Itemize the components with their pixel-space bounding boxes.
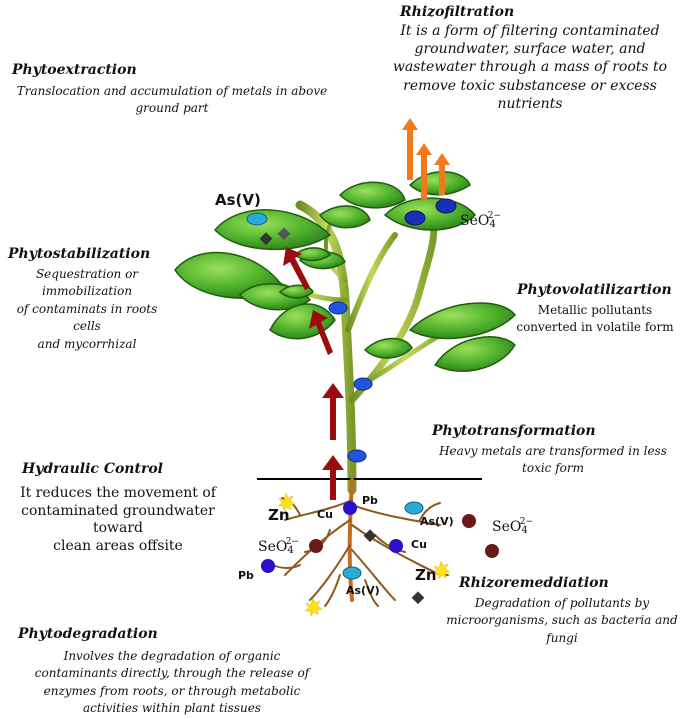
phytoextraction-line: Translocation and accumulation of metals… [16,84,328,98]
phytovolatilization-line: Metallic pollutants [537,303,653,317]
phytodegradation-description: Involves the degradation of organic cont… [6,648,338,718]
rhizoremediation-line: Degradation of pollutants by [474,596,650,610]
translocation-arrows [283,247,344,500]
rhizoremediation-description: Degradation of pollutants by microorgani… [440,595,684,647]
phytostabilization-line: Sequestration or [35,267,139,281]
hydraulic-control-line: contaminated groundwater toward [21,502,215,537]
seo4-leaf-label: SeO42− [460,211,501,230]
asv-leaf-label: As(V) [215,191,261,209]
phytodegradation-title: Phytodegradation [18,626,158,642]
seo4-superscript: 2− [487,211,502,221]
phytodegradation-line: activities within plant tissues [83,701,261,716]
rhizofiltration-line: groundwater, surface water, and [414,41,646,58]
seo4-subscript: 4 [489,219,496,230]
stem-pollutant-dots [328,301,373,463]
rhizofiltration-description: It is a form of filtering contaminated g… [380,22,680,113]
zn-root-label-1: Zn [268,506,290,524]
leaf-pollutants [246,198,457,246]
seo4-base: SeO [460,213,490,229]
phytostabilization-line: and mycorrhizal [37,336,137,351]
seo4-root-label-2: SeO42− [258,537,299,556]
seo4-base: SeO [492,519,522,535]
phytovolatilization-title: Phytovolatilizartion [517,282,672,298]
rhizoremediation-line: microorganisms, such as bacteria and [446,613,678,628]
seo4-subscript: 4 [287,545,294,556]
hydraulic-control-description: It reduces the movement of contaminated … [0,485,236,555]
rhizofiltration-title: Rhizofiltration [400,4,515,20]
seo4-superscript: 2− [519,517,534,527]
rhizofiltration-line: wastewater through a mass of roots to [392,59,668,76]
phytotransformation-description: Heavy metals are transformed in less tox… [425,443,681,478]
phytodegradation-line: Involves the degradation of organic [63,649,281,663]
hydraulic-control-line: clean areas offsite [53,537,183,554]
phytodegradation-line: contaminants directly, through the relea… [34,666,310,681]
phytotransformation-title: Phytotransformation [432,423,596,439]
microbe-stars [277,492,451,617]
phytovolatilization-description: Metallic pollutants converted in volatil… [507,302,683,337]
phytostabilization-description: Sequestration or immobilization of conta… [2,266,172,353]
phytoextraction-description: Translocation and accumulation of metals… [4,83,340,118]
seo4-superscript: 2− [285,537,300,547]
cu-root-label-1: Cu [317,508,333,521]
rhizofiltration-line: nutrients [497,95,563,112]
pb-root-label-1: Pb [362,494,378,507]
phytoextraction-title: Phytoextraction [12,62,137,78]
phytodegradation-line: enzymes from roots, or through metabolic [43,683,301,698]
root-pollutants [261,501,499,605]
plant-leaves [174,171,516,372]
phytotransformation-line: toxic form [522,461,584,476]
cu-root-label-2: Cu [411,538,427,551]
seo4-root-label-1: SeO42− [492,517,533,536]
phytovolatilization-line: converted in volatile form [516,320,674,335]
phytostabilization-title: Phytostabilization [8,246,151,262]
phytostabilization-line: of contaminats in roots cells [16,301,158,334]
phytotransformation-line: Heavy metals are transformed in less [439,444,667,458]
seo4-subscript: 4 [521,525,528,536]
phytoextraction-line: ground part [135,101,209,116]
zn-root-label-2: Zn [415,566,437,584]
volatilization-arrows [402,118,450,200]
rhizoremediation-title: Rhizoremeddiation [459,575,609,591]
rhizofiltration-line: It is a form of filtering contaminated [400,23,660,39]
seo4-base: SeO [258,539,288,555]
hydraulic-control-title: Hydraulic Control [22,461,163,477]
asv-root-label-2: As(V) [346,584,380,597]
asv-root-label-1: As(V) [420,515,454,528]
hydraulic-control-line: It reduces the movement of [20,485,216,501]
rhizofiltration-line: remove toxic substancese or excess [403,77,657,94]
pb-root-label-2: Pb [238,569,254,582]
rhizoremediation-line: fungi [546,630,578,645]
phytostabilization-line: immobilization [41,284,133,299]
